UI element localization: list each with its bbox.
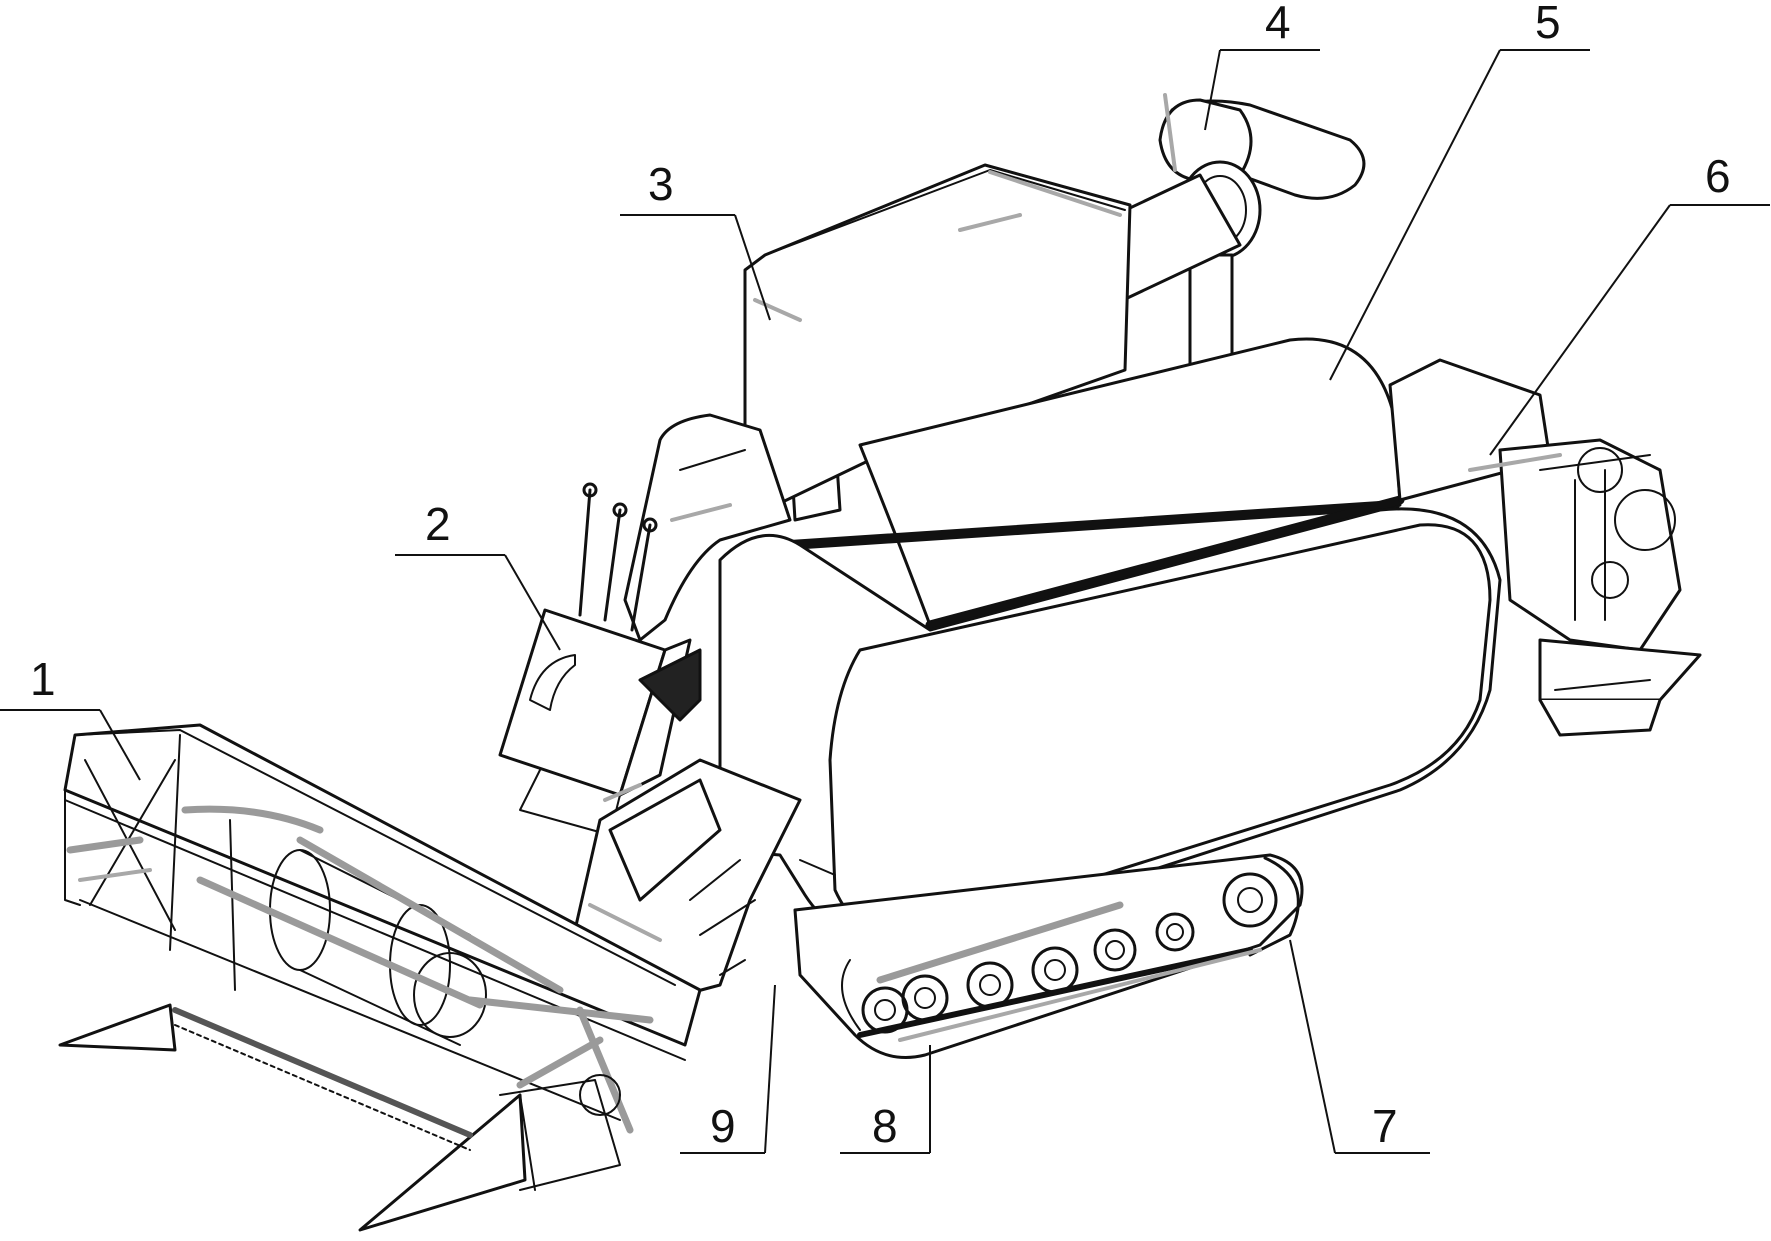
callout-labels: 1 2 3 4 5 6 7 8 9	[30, 0, 1731, 1152]
label-1: 1	[30, 653, 56, 705]
leader-lines	[0, 49, 1770, 1154]
label-5: 5	[1535, 0, 1561, 48]
label-8: 8	[872, 1100, 898, 1152]
label-7: 7	[1372, 1100, 1398, 1152]
grain-tank	[743, 163, 1132, 522]
label-3: 3	[648, 158, 674, 210]
main-body	[718, 507, 1502, 947]
cutting-header	[58, 723, 702, 1232]
thresher-cover	[785, 337, 1405, 630]
label-2: 2	[425, 498, 451, 550]
label-4: 4	[1265, 0, 1291, 48]
track-rollers	[861, 872, 1278, 1034]
label-6: 6	[1705, 150, 1731, 202]
label-9: 9	[710, 1100, 736, 1152]
rear-engine-assembly	[1388, 358, 1702, 737]
elevator-housing	[623, 413, 792, 642]
